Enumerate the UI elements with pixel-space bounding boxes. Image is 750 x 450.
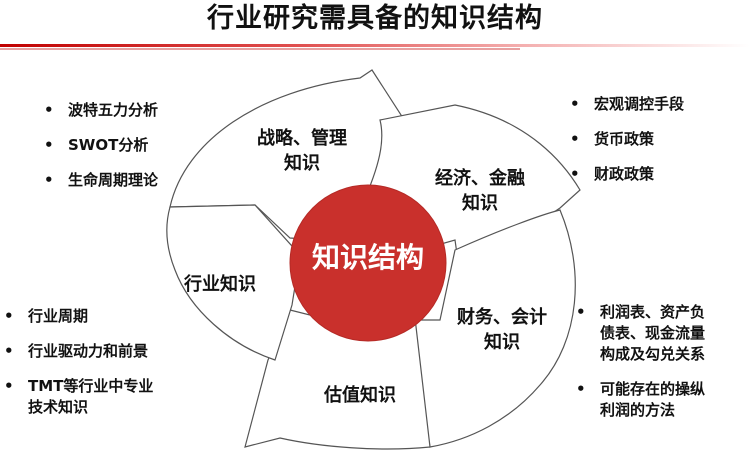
list-item: •货币政策 xyxy=(570,130,655,148)
segment-strategy-label: 战略、管理 知识 xyxy=(257,128,347,174)
list-item: •财政政策 xyxy=(570,165,655,183)
segment-valuation-label: 估值知识 xyxy=(324,385,396,406)
title-subline xyxy=(0,48,520,50)
segment-finance-arrow xyxy=(407,209,576,448)
list-item: •行业周期 xyxy=(4,307,89,325)
segment-industry-label: 行业知识 xyxy=(184,274,256,295)
segment-economy-label: 经济、金融 知识 xyxy=(435,168,525,214)
list-strategy-topics: •波特五力分析 •SWOT分析 •生命周期理论 xyxy=(42,100,158,205)
list-item: •可能存在的操纵利润的方法 xyxy=(576,380,706,419)
center-label: 知识结构 xyxy=(311,241,424,274)
list-item: •利润表、资产负债表、现金流量构成及勾兑关系 xyxy=(576,303,706,363)
list-item: •生命周期理论 xyxy=(44,171,159,189)
list-economy-topics: •宏观调控手段 •货币政策 •财政政策 xyxy=(568,94,684,199)
list-item: •TMT等行业中专业技术知识 xyxy=(4,377,154,416)
page-title: 行业研究需具备的知识结构 xyxy=(207,3,543,34)
center-circle xyxy=(289,184,447,342)
list-item: •宏观调控手段 xyxy=(570,95,685,113)
segment-industry-arrow xyxy=(166,204,301,361)
list-item: •波特五力分析 xyxy=(44,101,159,119)
list-industry-topics: •行业周期 •行业驱动力和前景 •TMT等行业中专业技术知识 xyxy=(2,306,153,418)
segment-finance-label: 财务、会计 知识 xyxy=(457,307,547,353)
list-item: •行业驱动力和前景 xyxy=(4,342,149,360)
list-finance-topics: •利润表、资产负债表、现金流量构成及勾兑关系 •可能存在的操纵利润的方法 xyxy=(574,302,705,421)
list-item: •SWOT分析 xyxy=(44,136,149,154)
title-underline xyxy=(0,44,750,47)
